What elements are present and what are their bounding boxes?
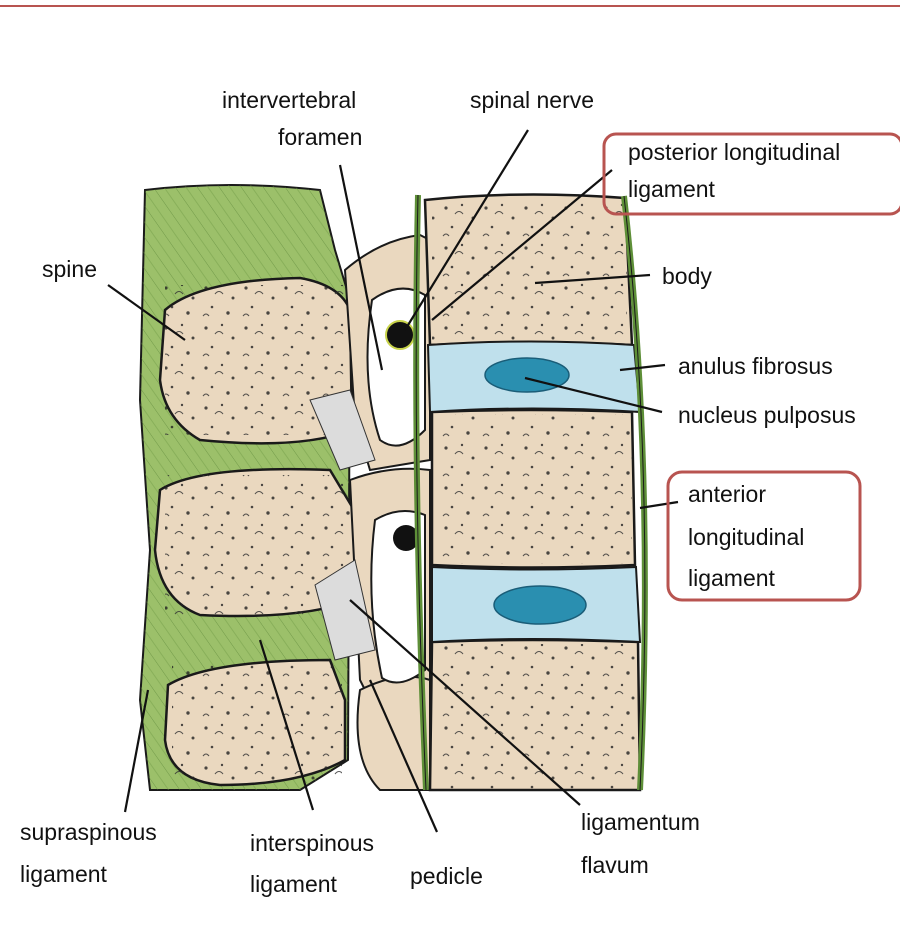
label-supraspinous-ligament-line1: supraspinous xyxy=(20,819,157,845)
label-pedicle: pedicle xyxy=(410,863,483,889)
label-nucleus-pulposus: nucleus pulposus xyxy=(678,402,856,428)
label-body: body xyxy=(662,263,712,289)
label-interspinous-ligament-line2: ligament xyxy=(250,871,338,897)
label-ligamentum-flavum-line2: flavum xyxy=(581,852,649,878)
label-anterior-longitudinal-ligament-line1: anterior xyxy=(688,481,766,507)
top-rule xyxy=(0,5,900,7)
label-anulus-fibrosus: anulus fibrosus xyxy=(678,353,833,379)
label-ligamentum-flavum-line1: ligamentum xyxy=(581,809,700,835)
label-intervertebral-foramen-line2: foramen xyxy=(278,124,362,150)
label-posterior-longitudinal-ligament-line2: ligament xyxy=(628,176,716,202)
label-anterior-longitudinal-ligament-line2: longitudinal xyxy=(688,524,804,550)
label-intervertebral-foramen-line1: intervertebral xyxy=(222,87,356,113)
spinal-nerve-upper xyxy=(386,321,414,349)
label-spine: spine xyxy=(42,256,97,282)
label-posterior-longitudinal-ligament-line1: posterior longitudinal xyxy=(628,139,840,165)
label-spinal-nerve: spinal nerve xyxy=(470,87,594,113)
nucleus-pulposus-2 xyxy=(494,586,586,624)
label-interspinous-ligament-line1: interspinous xyxy=(250,830,374,856)
label-anterior-longitudinal-ligament-line3: ligament xyxy=(688,565,776,591)
label-supraspinous-ligament-line2: ligament xyxy=(20,861,108,887)
